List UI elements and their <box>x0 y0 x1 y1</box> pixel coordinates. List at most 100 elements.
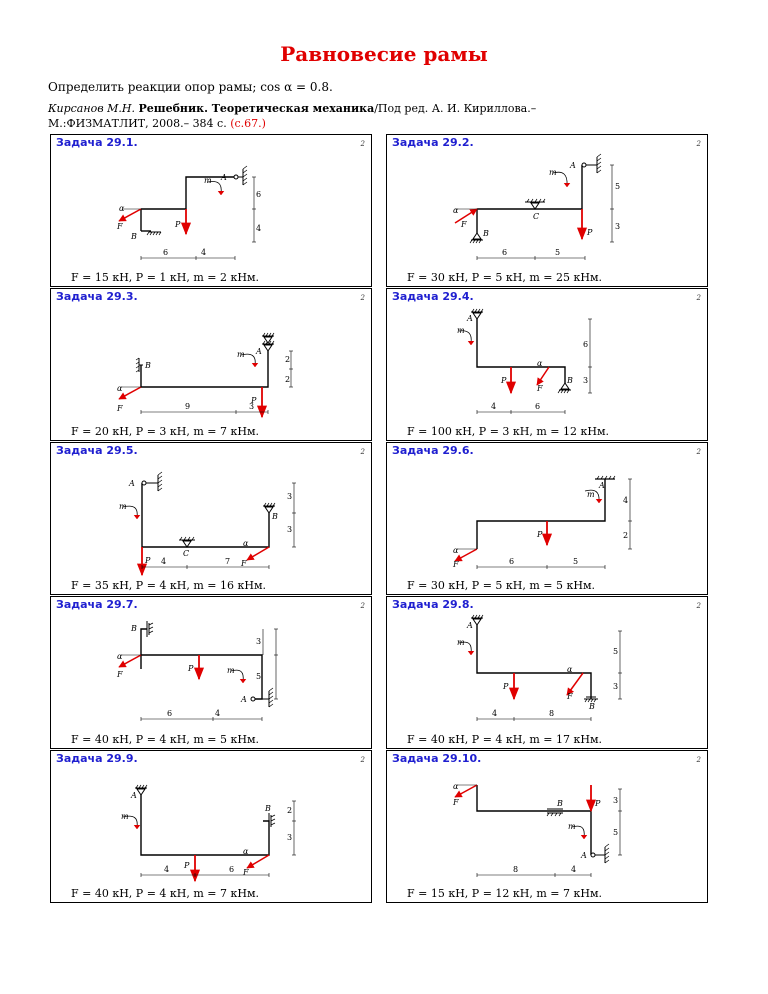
label-alpha: α <box>243 539 249 548</box>
moment-arrow <box>563 182 571 188</box>
problem-heading: Задача 29.1. <box>56 136 138 149</box>
dim-h2: 4 <box>215 709 220 718</box>
force-f <box>246 546 270 561</box>
ref-publisher: М.:ФИЗМАТЛИТ, 2008.– 384 с. <box>48 117 227 130</box>
label-m: m <box>237 350 245 359</box>
support-a-pin <box>250 696 256 702</box>
label-p: P <box>594 799 601 808</box>
dim-v2: 5 <box>256 672 261 681</box>
dim-h1: 6 <box>502 248 507 257</box>
label-a: A <box>130 791 137 800</box>
dim-h1: 6 <box>167 709 172 718</box>
problem-heading: Задача 29.5. <box>56 444 138 457</box>
label-f: F <box>452 560 459 569</box>
problem-conditions: F = 40 кН, P = 4 кН, m = 5 кНм. <box>71 733 260 746</box>
problem-heading: Задача 29.6. <box>392 444 474 457</box>
problem-conditions: F = 35 кН, P = 4 кН, m = 16 кНм. <box>71 579 267 592</box>
problem-mark: 2 <box>360 448 365 456</box>
force-f <box>536 366 550 386</box>
problem-heading: Задача 29.7. <box>56 598 138 611</box>
support-a <box>472 312 482 320</box>
dim-h1: 6 <box>163 248 168 257</box>
dim-h2: 6 <box>535 402 540 411</box>
label-b: B <box>130 232 137 241</box>
support-a-pin <box>590 852 596 858</box>
label-b: B <box>556 799 563 808</box>
moment-arrow <box>595 498 603 504</box>
force-f <box>454 784 478 798</box>
moment-arrow <box>467 340 475 346</box>
problem-mark: 2 <box>696 756 701 764</box>
frame-line <box>476 785 592 855</box>
frame-diagram: A C B P α F m 5 3 6 5 <box>453 153 620 260</box>
moment-arrow <box>217 190 225 196</box>
frame-line <box>140 795 270 856</box>
frame-line <box>141 654 263 700</box>
moment-arrow <box>133 824 141 830</box>
dim-h2: 6 <box>229 865 234 874</box>
frame-diagram: A B P α F m 2 2 9 3 <box>116 332 293 419</box>
label-m: m <box>457 638 465 647</box>
label-alpha: α <box>119 204 125 213</box>
dim-v1: 2 <box>285 355 290 364</box>
label-a: A <box>580 851 587 860</box>
label-b: B <box>264 804 271 813</box>
dim-h2: 4 <box>571 865 576 874</box>
problem-conditions: F = 20 кН, P = 3 кН, m = 7 кНм. <box>71 425 260 438</box>
dim-h2: 7 <box>225 557 230 566</box>
dim-h2: 8 <box>549 709 554 718</box>
frame-diagram: B A P α F m 3 5 8 4 <box>452 782 622 877</box>
problem-conditions: F = 100 кН, P = 3 кН, m = 12 кНм. <box>407 425 610 438</box>
label-p: P <box>502 682 509 691</box>
problem-29-7: Задача 29.7. 2 B A P α F m 3 5 6 4 <box>50 596 372 749</box>
frame-line <box>476 479 606 549</box>
dim-v2: 5 <box>613 828 618 837</box>
label-m: m <box>119 502 127 511</box>
reference-line-1: Кирсанов М.Н. Решебник. Теоретическая ме… <box>48 102 536 115</box>
problem-29-10: Задача 29.10. 2 B A P α F m 3 5 8 4 F = … <box>386 750 708 903</box>
frame-line <box>141 176 235 210</box>
problem-heading: Задача 29.3. <box>56 290 138 303</box>
frame-diagram: A B P α F m 2 3 4 6 <box>121 784 296 883</box>
dim-h1: 4 <box>491 402 496 411</box>
dim-v2: 3 <box>583 376 588 385</box>
dim-h1: 4 <box>492 709 497 718</box>
force-f <box>454 208 478 224</box>
problem-conditions: F = 15 кН, P = 12 кН, m = 7 кНм. <box>407 887 603 900</box>
label-f: F <box>452 798 459 807</box>
dim-v1: 3 <box>613 796 618 805</box>
problem-mark: 2 <box>360 756 365 764</box>
label-f: F <box>566 692 573 701</box>
support-b <box>264 506 274 514</box>
problem-29-9: Задача 29.9. 2 A B P α F m 2 3 4 6 F = 4… <box>50 750 372 903</box>
problem-heading: Задача 29.10. <box>392 752 482 765</box>
label-m: m <box>227 666 235 675</box>
moment-arrow <box>239 678 247 684</box>
label-m: m <box>121 812 129 821</box>
label-alpha: α <box>453 206 459 215</box>
frame-diagram: B A P α F m 3 5 6 4 <box>116 621 278 721</box>
label-alpha: α <box>567 665 573 674</box>
support-b <box>472 232 482 240</box>
label-p: P <box>536 530 543 539</box>
label-c: C <box>183 549 189 558</box>
problem-conditions: F = 15 кН, P = 1 кН, m = 2 кНм. <box>71 271 260 284</box>
support-a-pin <box>233 174 239 180</box>
frame-line <box>141 351 269 388</box>
problem-mark: 2 <box>696 294 701 302</box>
moment-arrow <box>133 514 141 520</box>
dim-v1: 6 <box>583 340 588 349</box>
problem-29-3: Задача 29.3. 2 A B P α F m 2 2 9 3 <box>50 288 372 441</box>
label-p: P <box>187 664 194 673</box>
label-m: m <box>204 176 212 185</box>
label-b: B <box>271 512 278 521</box>
label-b: B <box>130 624 137 633</box>
label-a: A <box>598 481 605 490</box>
frame-line <box>141 483 270 548</box>
dim-h2: 5 <box>573 557 578 566</box>
label-b: B <box>588 702 595 711</box>
ref-book: Решебник. Теоретическая механика <box>138 102 375 115</box>
label-a: A <box>466 314 473 323</box>
label-a: A <box>569 161 576 170</box>
intro-text: Определить реакции опор рамы; cos α = 0.… <box>48 80 333 94</box>
